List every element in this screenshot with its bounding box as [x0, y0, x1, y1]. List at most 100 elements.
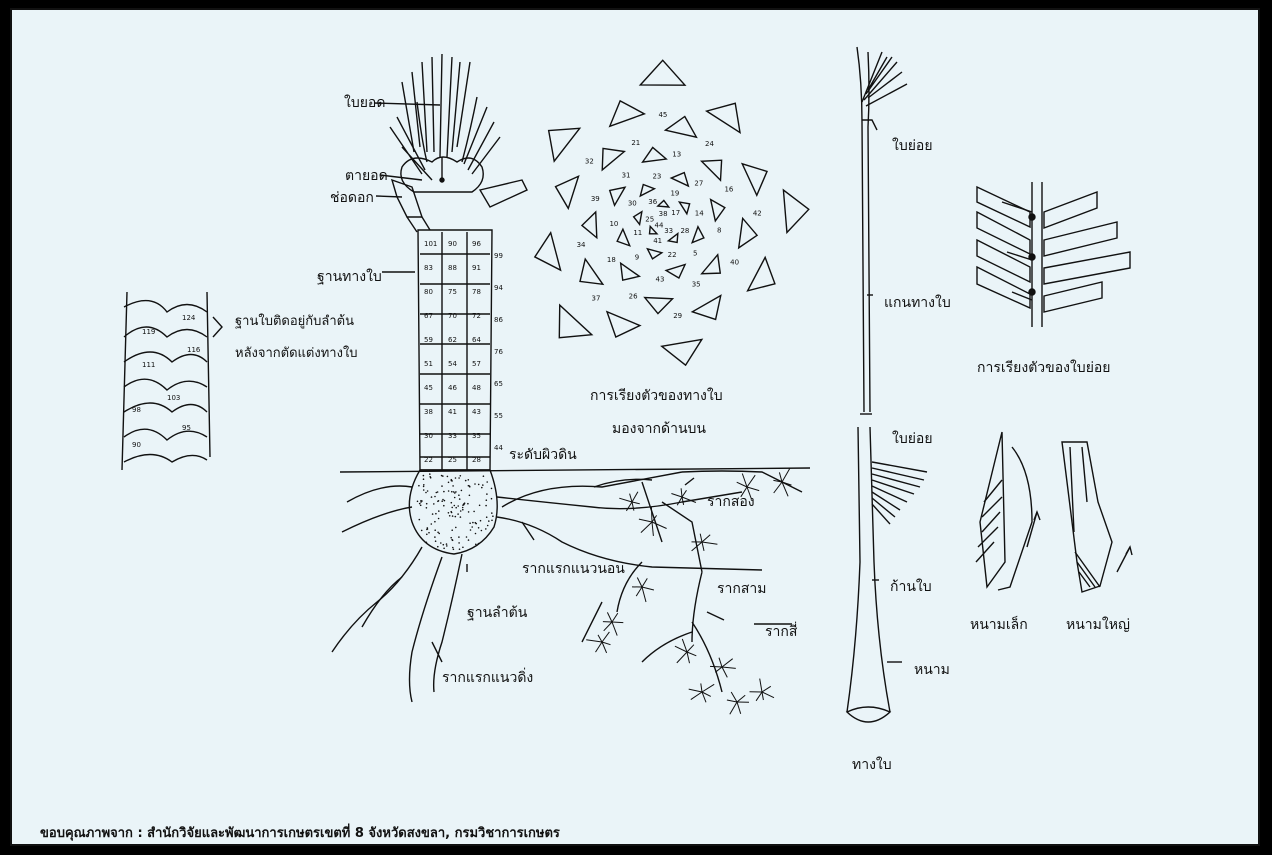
- fine-root: [730, 702, 737, 714]
- frond-base-triangle: [582, 212, 597, 238]
- spiral-number: 16: [724, 185, 733, 193]
- stipple-dot: [442, 499, 444, 501]
- stipple-dot: [434, 521, 436, 523]
- stipple-dot: [468, 539, 470, 541]
- stipple-dot: [418, 485, 420, 487]
- trunk-side-number: 99: [494, 252, 503, 260]
- stipple-dot: [426, 503, 428, 505]
- stipple-dot: [460, 510, 462, 512]
- stipple-dot: [454, 497, 456, 499]
- spiral-number: 44: [655, 222, 664, 230]
- stipple-dot: [442, 475, 444, 477]
- label-ground-level: ระดับผิวดิน: [509, 447, 577, 463]
- stipple-dot: [446, 543, 448, 545]
- label-petiole-base: ฐานทางใบ: [317, 269, 382, 285]
- trunk-number: 28: [472, 456, 481, 464]
- stipple-dot: [438, 510, 440, 512]
- trunk-number: 67: [424, 312, 433, 320]
- stipple-dot: [423, 478, 425, 480]
- stipple-dot: [475, 533, 477, 535]
- spiral-number: 38: [659, 210, 668, 218]
- scale-number: 98: [132, 406, 141, 414]
- label-quaternary-root: รากสี่: [765, 624, 797, 640]
- stipple-dot: [491, 520, 493, 522]
- frond-base-triangle: [634, 212, 642, 225]
- fine-root: [689, 689, 702, 692]
- stipple-dot: [478, 527, 480, 529]
- spiral-number: 22: [668, 251, 677, 259]
- stipple-dot: [462, 509, 464, 511]
- stipple-dot: [429, 476, 431, 478]
- spiral-number: 28: [680, 227, 689, 235]
- stipple-dot: [491, 488, 493, 490]
- stipple-dot: [457, 505, 459, 507]
- fine-root: [586, 640, 602, 642]
- label-spine: หนาม: [914, 662, 950, 678]
- stipple-dot: [487, 525, 489, 527]
- fine-root: [636, 587, 642, 596]
- fine-root: [642, 587, 654, 590]
- frond-base-triangle: [640, 60, 685, 85]
- stipple-dot: [419, 503, 421, 505]
- trunk-number: 72: [472, 312, 481, 320]
- stipple-dot: [453, 549, 455, 551]
- stipple-dot: [441, 485, 443, 487]
- spiral-number: 35: [692, 281, 701, 289]
- trunk-number: 22: [424, 456, 433, 464]
- stipple-dot: [469, 486, 471, 488]
- frond-base-triangle: [617, 229, 630, 246]
- stipple-dot: [434, 536, 436, 538]
- trunk-side-number: 55: [494, 412, 503, 420]
- stipple-dot: [423, 475, 425, 477]
- stipple-dot: [458, 542, 460, 544]
- frond-base-triangle: [658, 200, 669, 207]
- spiral-number: 34: [577, 241, 586, 249]
- spiral-number: 41: [653, 237, 662, 245]
- fine-root: [760, 679, 762, 692]
- label-terminal-bud: ตายอด: [345, 168, 388, 184]
- trunk-number: 62: [448, 336, 457, 344]
- fine-root: [619, 498, 632, 502]
- trunk-side-number: 86: [494, 316, 503, 324]
- fine-root: [700, 534, 702, 542]
- large-spine-detail: [1062, 442, 1132, 592]
- stipple-dot: [419, 519, 421, 521]
- fine-root: [762, 692, 774, 698]
- trunk-side-number: 76: [494, 348, 503, 356]
- stipple-dot: [451, 539, 453, 541]
- stipple-dot: [431, 523, 433, 525]
- stipple-dot: [436, 492, 438, 494]
- spiral-number: 9: [635, 253, 639, 261]
- fine-root: [652, 522, 653, 536]
- trunk-number: 59: [424, 336, 433, 344]
- stipple-dot: [475, 544, 477, 546]
- stipple-dot: [434, 529, 436, 531]
- leaflet-arrangement-detail: [977, 182, 1130, 327]
- stipple-dot: [454, 492, 456, 494]
- stipple-dot: [473, 511, 475, 513]
- spiral-number: 36: [648, 198, 657, 206]
- frond-base-triangle: [748, 257, 775, 290]
- label-spear-leaf: ใบยอด: [344, 95, 385, 111]
- fine-root: [722, 659, 733, 667]
- stipple-dot: [417, 501, 419, 503]
- frond-base-triangle: [692, 227, 704, 243]
- stipple-dot: [423, 486, 425, 488]
- frond-base-triangle: [711, 200, 725, 221]
- spiral-number: 11: [633, 229, 642, 237]
- stipple-dot: [472, 522, 474, 524]
- stipple-dot: [444, 500, 446, 502]
- fine-root: [737, 702, 741, 714]
- trunk-number: 54: [448, 360, 457, 368]
- stipple-dot: [458, 477, 460, 479]
- fine-root: [687, 652, 690, 663]
- fine-root: [632, 492, 638, 502]
- stipple-dot: [468, 479, 470, 481]
- fine-root: [737, 695, 745, 702]
- stipple-dot: [486, 516, 488, 518]
- fine-root: [596, 642, 603, 652]
- stipple-dot: [452, 547, 454, 549]
- label-leaflet-bottom: ใบย่อย: [892, 431, 933, 447]
- fine-root: [632, 502, 634, 511]
